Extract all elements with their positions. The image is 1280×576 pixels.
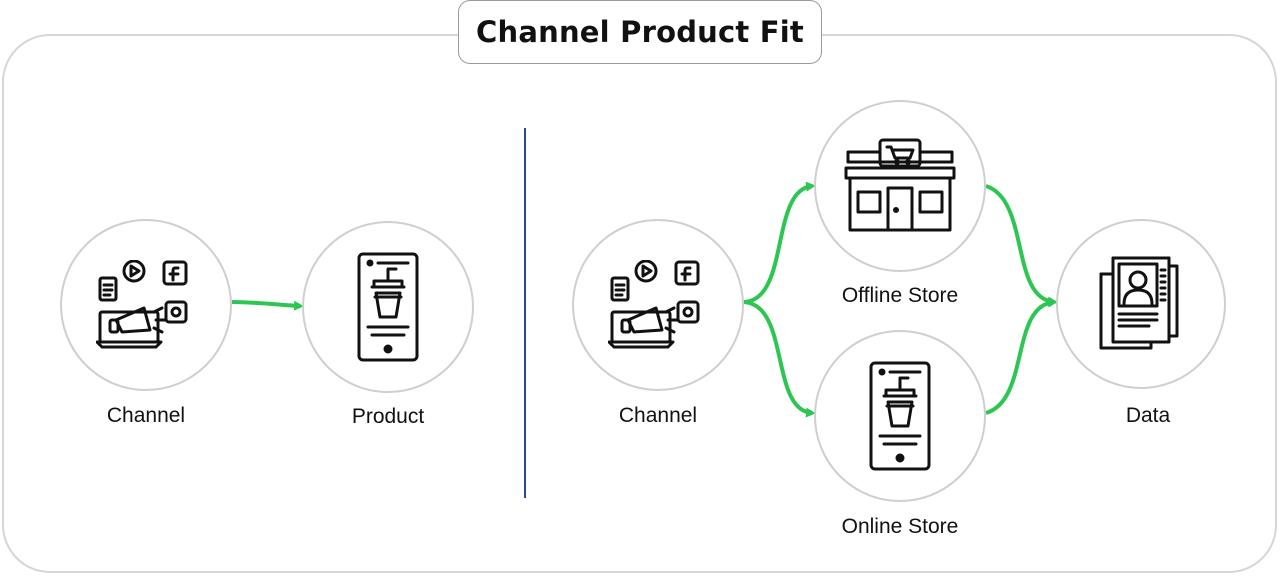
right-channel-node — [572, 219, 744, 391]
arrow-channel-to-product — [231, 300, 304, 311]
arrow-online-to-data — [985, 297, 1058, 415]
offline-store-node — [814, 100, 986, 272]
mobile-drink-icon — [869, 361, 931, 471]
marketing-channel-icon — [96, 260, 188, 349]
left-channel-node — [60, 219, 232, 391]
page-title: Channel Product Fit — [476, 15, 804, 49]
marketing-channel-icon — [608, 260, 700, 349]
profile-documents-icon — [1099, 256, 1179, 350]
data-label: Data — [1125, 404, 1171, 427]
left-product-label: Product — [351, 405, 425, 428]
online-store-label: Online Store — [841, 515, 959, 538]
right-channel-label: Channel — [618, 404, 698, 427]
storefront-icon — [844, 138, 956, 232]
left-channel-label: Channel — [106, 404, 186, 427]
title-box: Channel Product Fit — [458, 0, 822, 64]
data-node — [1056, 219, 1226, 389]
arrow-offline-to-data — [985, 184, 1058, 307]
left-product-node — [302, 221, 474, 393]
online-store-node — [814, 330, 986, 502]
mobile-drink-icon — [357, 252, 419, 362]
arrow-channel-to-offline — [743, 181, 816, 304]
arrow-channel-to-online — [743, 300, 816, 418]
section-divider — [524, 128, 526, 498]
offline-store-label: Offline Store — [841, 284, 959, 307]
